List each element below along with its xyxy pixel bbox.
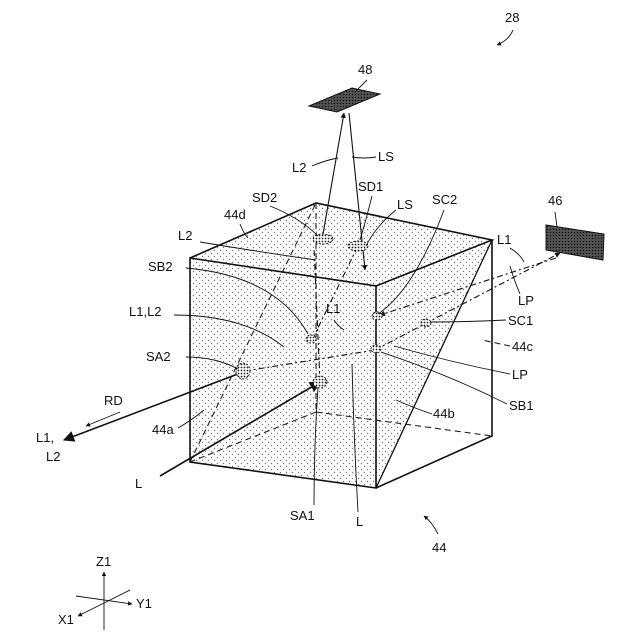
label-LP-upper: LP [518, 293, 534, 308]
axis-x-label: X1 [58, 612, 74, 627]
sensor-46-label: 46 [548, 193, 562, 208]
spot-SC1 [421, 319, 431, 327]
axis-y-label: Y1 [136, 596, 152, 611]
leader-LS-top [352, 157, 376, 158]
spot-SC2 [372, 312, 382, 320]
label-SA2: SA2 [146, 349, 171, 364]
label-L1-mid: L1 [326, 301, 340, 316]
figure-ref-arrow [497, 30, 513, 45]
prism-44 [190, 203, 492, 488]
arrow-RD [86, 412, 120, 426]
face-44d-label: 44d [224, 207, 246, 222]
axis-z-label: Z1 [96, 554, 111, 569]
leader-L1-right [510, 248, 524, 262]
face-44c-label: 44c [512, 339, 533, 354]
leader-LP-upper [510, 266, 520, 294]
sensor-46-leader [555, 212, 557, 227]
label-out-line2: L2 [46, 449, 60, 464]
label-out-line1: L1, [36, 430, 54, 445]
spot-SB2 [306, 335, 316, 343]
spot-SD1 [348, 241, 368, 251]
spot-SA1 [313, 376, 327, 388]
label-L2-top: L2 [292, 160, 306, 175]
label-SD1: SD1 [358, 179, 383, 194]
prism-ref-label: 44 [432, 540, 446, 555]
sensor-48-label: 48 [358, 62, 372, 77]
leader-L2-top [312, 158, 338, 166]
label-SB1: SB1 [509, 398, 534, 413]
face-44b-label: 44b [433, 406, 455, 421]
spot-SA2 [236, 363, 250, 379]
label-SA1: SA1 [290, 508, 315, 523]
prism-ref-arrow [424, 516, 438, 534]
label-SD2: SD2 [252, 190, 277, 205]
label-SC2: SC2 [432, 192, 457, 207]
label-LP-lower: LP [512, 367, 528, 382]
label-LS-mid: LS [397, 197, 413, 212]
spot-SB1 [371, 345, 381, 353]
figure-ref-label: 28 [505, 10, 519, 25]
label-SC1: SC1 [508, 313, 533, 328]
label-L-bottom: L [356, 514, 363, 529]
label-LS-top: LS [378, 149, 394, 164]
coordinate-axes: Z1 X1 Y1 [58, 554, 152, 630]
label-L2-left: L2 [178, 228, 192, 243]
label-L-in: L [135, 476, 142, 491]
label-L1-right: L1 [497, 232, 511, 247]
sensor-48 [309, 88, 380, 112]
face-44a-label: 44a [152, 422, 174, 437]
label-L1L2: L1,L2 [129, 304, 162, 319]
face-44c-leader [482, 340, 510, 346]
label-SB2: SB2 [148, 259, 173, 274]
label-RD: RD [104, 393, 123, 408]
sensor-46 [546, 225, 604, 260]
spot-SD2 [313, 234, 333, 244]
prism-fill [190, 203, 492, 488]
